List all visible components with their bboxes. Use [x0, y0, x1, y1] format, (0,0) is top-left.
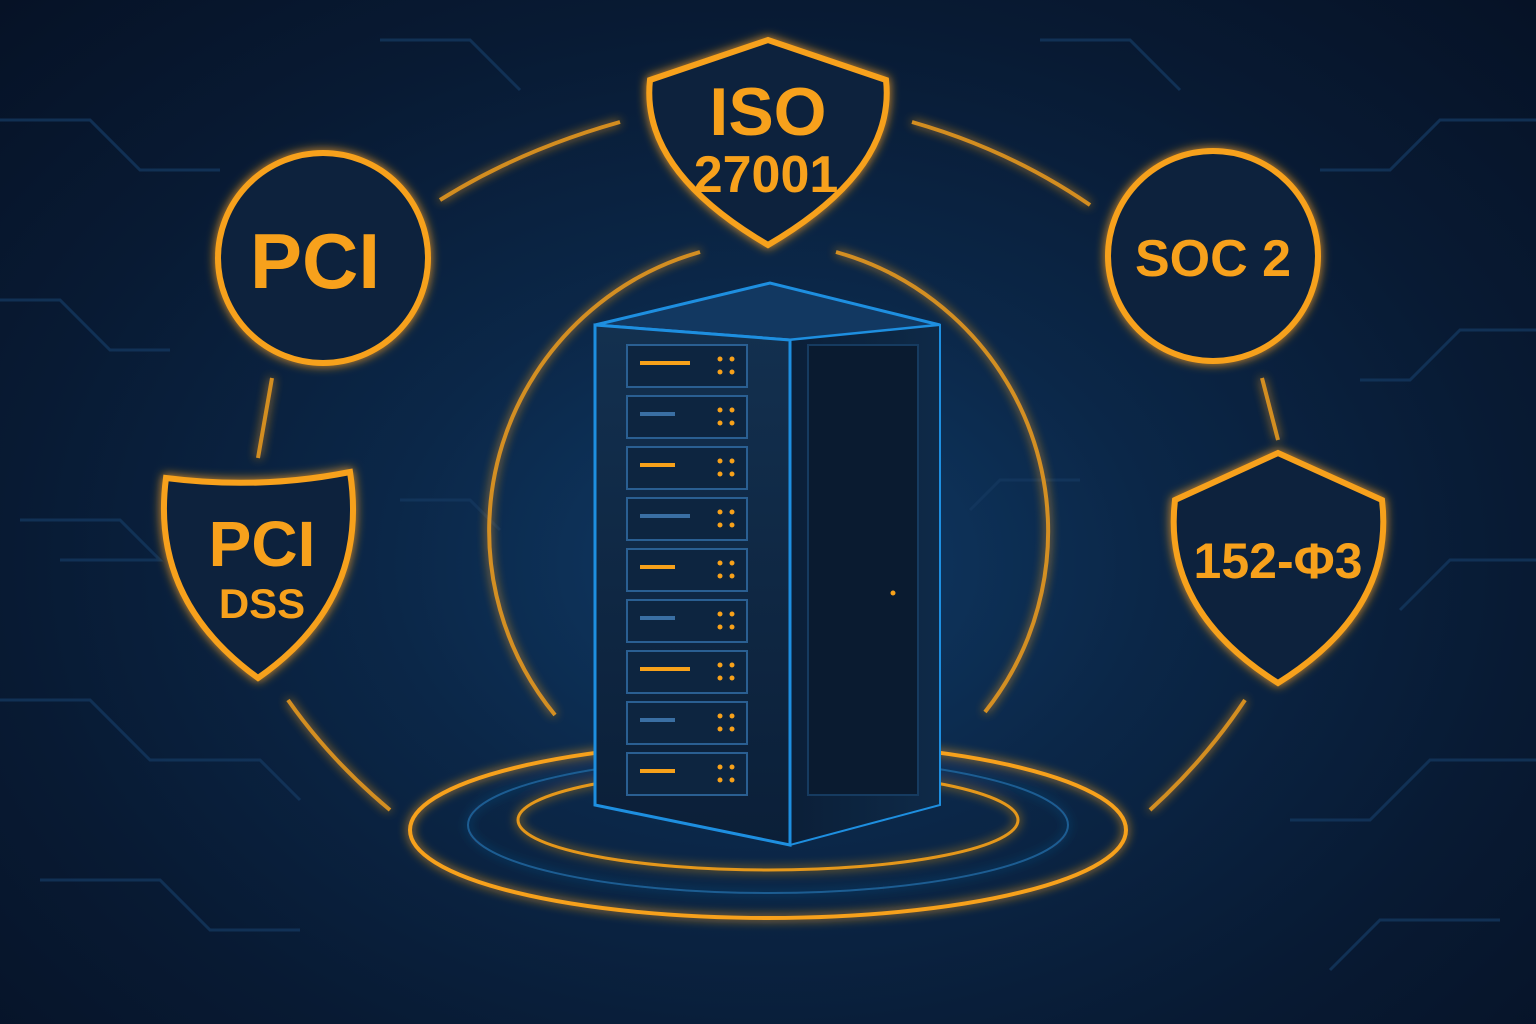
iso-line2: 27001 — [694, 146, 839, 204]
unit-led — [717, 471, 723, 477]
unit-led — [729, 471, 735, 477]
152-fz-label: 152-Φ3 — [1194, 533, 1363, 589]
iso-27001-badge: ISO 27001 — [646, 36, 890, 249]
unit-led — [717, 662, 723, 668]
rack-unit — [626, 548, 748, 592]
rack-unit — [626, 599, 748, 643]
unit-indicator-bar — [640, 718, 675, 722]
unit-led — [729, 560, 735, 566]
rack-unit — [626, 701, 748, 745]
unit-led — [717, 420, 723, 426]
unit-led — [729, 407, 735, 413]
unit-led — [717, 624, 723, 630]
unit-led — [729, 726, 735, 732]
unit-led — [729, 662, 735, 668]
unit-led — [717, 713, 723, 719]
unit-led — [717, 675, 723, 681]
unit-indicator-bar — [640, 565, 675, 569]
soc2-label: SOC 2 — [1135, 230, 1291, 288]
unit-led — [729, 713, 735, 719]
rack-unit — [626, 752, 748, 796]
unit-led — [729, 369, 735, 375]
152-fz-badge: 152-Φ3 — [1170, 449, 1387, 687]
soc2-badge: SOC 2 — [1105, 148, 1321, 364]
unit-led — [717, 573, 723, 579]
pci-dss-badge: PCI DSS — [160, 468, 356, 682]
unit-led — [729, 420, 735, 426]
unit-led — [729, 356, 735, 362]
rack-unit — [626, 446, 748, 490]
unit-led — [729, 458, 735, 464]
unit-led — [729, 777, 735, 783]
unit-led — [717, 509, 723, 515]
unit-led — [729, 675, 735, 681]
unit-indicator-bar — [640, 769, 675, 773]
unit-indicator-bar — [640, 514, 690, 518]
unit-indicator-bar — [640, 361, 690, 365]
unit-led — [729, 509, 735, 515]
pci-dss-line2: DSS — [219, 580, 305, 627]
unit-led — [717, 560, 723, 566]
unit-indicator-bar — [640, 463, 675, 467]
rack-unit — [626, 344, 748, 388]
unit-led — [717, 356, 723, 362]
rack-unit — [626, 497, 748, 541]
unit-led — [729, 522, 735, 528]
unit-led — [717, 611, 723, 617]
iso-line1: ISO — [709, 74, 826, 150]
orbit-arcs — [256, 120, 1280, 812]
unit-led — [717, 407, 723, 413]
unit-led — [729, 624, 735, 630]
pci-label: PCI — [250, 217, 380, 305]
unit-led — [717, 369, 723, 375]
unit-led — [729, 611, 735, 617]
unit-led — [717, 764, 723, 770]
unit-led — [717, 522, 723, 528]
unit-indicator-bar — [640, 616, 675, 620]
unit-indicator-bar — [640, 412, 675, 416]
unit-led — [729, 573, 735, 579]
pci-badge: PCI — [215, 150, 431, 366]
unit-led — [717, 458, 723, 464]
rack-unit — [626, 650, 748, 694]
server-rack — [593, 281, 941, 847]
unit-led — [729, 764, 735, 770]
unit-led — [717, 726, 723, 732]
pci-dss-line1: PCI — [209, 508, 316, 580]
rack-unit — [626, 395, 748, 439]
unit-indicator-bar — [640, 667, 690, 671]
unit-led — [717, 777, 723, 783]
